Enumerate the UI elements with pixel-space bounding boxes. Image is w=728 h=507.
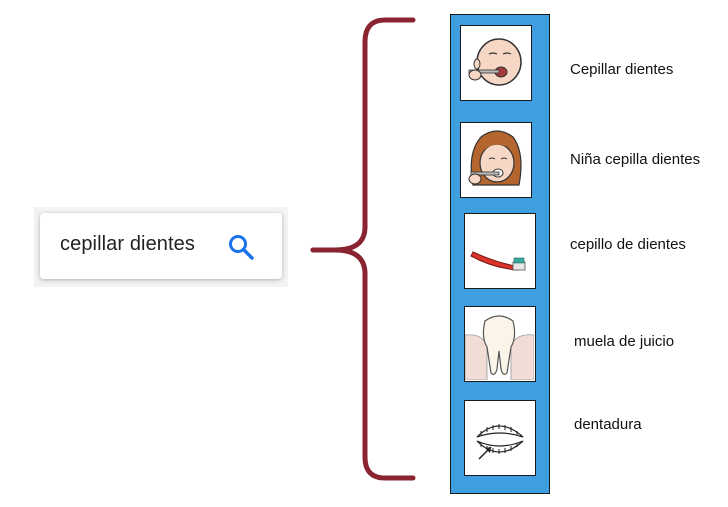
baby-brushing-teeth-icon (468, 38, 522, 86)
search-box[interactable]: cepillar dientes (40, 213, 282, 279)
result-label-1[interactable]: Cepillar dientes (570, 61, 674, 78)
denture-icon (476, 424, 524, 460)
toothbrush-icon (470, 251, 526, 271)
result-label-3[interactable]: cepillo de dientes (570, 236, 686, 253)
result-item-2[interactable] (460, 122, 532, 198)
result-item-4[interactable] (464, 306, 536, 382)
search-icon[interactable] (227, 233, 255, 261)
wisdom-tooth-icon (464, 315, 535, 381)
result-item-3[interactable] (464, 213, 536, 289)
search-input[interactable]: cepillar dientes (60, 233, 196, 255)
result-label-2[interactable]: Niña cepilla dientes (570, 151, 701, 168)
curly-brace (310, 17, 416, 481)
result-label-4[interactable]: muela de juicio (574, 333, 675, 350)
girl-brushing-teeth-icon (468, 130, 522, 186)
result-item-1[interactable] (460, 25, 532, 101)
result-item-5[interactable] (464, 400, 536, 476)
result-label-5[interactable]: dentadura (574, 416, 642, 433)
